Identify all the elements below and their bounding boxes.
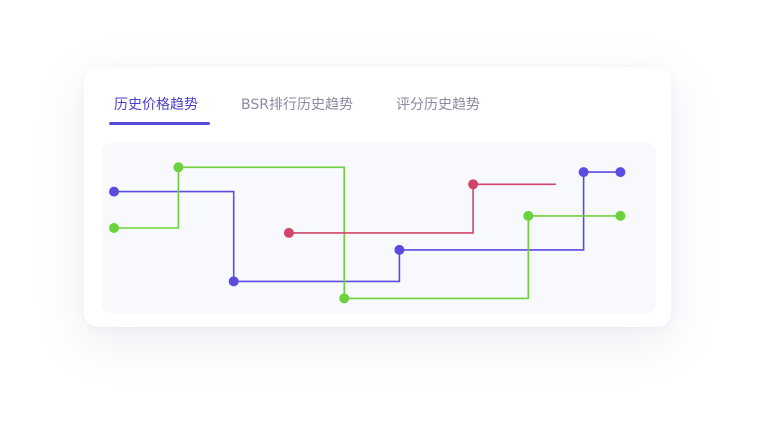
series-1-point[interactable]	[228, 276, 239, 287]
series-1-point[interactable]	[578, 167, 589, 178]
step-line-chart	[109, 162, 626, 304]
chart-plot-area	[102, 143, 656, 313]
tab-rating-history[interactable]: 评分历史趋势	[395, 97, 480, 113]
series-1-line	[114, 171, 621, 283]
tab-bar: 历史价格趋势 BSR排行历史趋势 评分历史趋势	[108, 95, 486, 127]
series-2-point[interactable]	[615, 210, 626, 221]
series-2-point[interactable]	[339, 293, 350, 304]
series-1-point[interactable]	[615, 167, 626, 178]
series-3-point[interactable]	[468, 179, 479, 190]
series-2-point[interactable]	[173, 162, 184, 173]
series-1-point[interactable]	[394, 244, 405, 255]
tab-bsr-history[interactable]: BSR排行历史趋势	[241, 97, 353, 113]
tab-price-history[interactable]: 历史价格趋势	[108, 95, 210, 127]
series-3-line	[288, 183, 556, 234]
price-history-card: 历史价格趋势 BSR排行历史趋势 评分历史趋势	[84, 67, 671, 327]
series-2-point[interactable]	[109, 223, 119, 233]
series-2-point[interactable]	[523, 210, 534, 221]
series-3-point[interactable]	[283, 227, 294, 238]
series-1-point[interactable]	[109, 186, 119, 197]
